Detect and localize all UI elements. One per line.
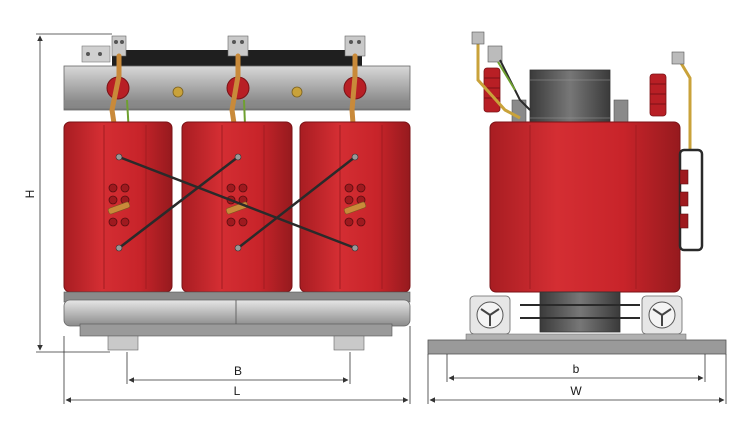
side-view: [427, 31, 727, 355]
dim-l-label: L: [234, 384, 241, 398]
front-tap-changers: [108, 183, 366, 227]
side-core-bottom: [539, 291, 621, 333]
side-hv-insulator-right: [649, 73, 667, 117]
side-cooling-fan-left: [469, 295, 511, 335]
front-wheel-left: [107, 335, 139, 351]
front-bottom-clamp: [63, 299, 411, 327]
front-wheel-right: [333, 335, 365, 351]
dimension-lines: [36, 33, 727, 404]
dim-b-label: B: [234, 364, 242, 378]
front-view: [63, 35, 411, 351]
side-cooling-fan-right: [641, 295, 683, 335]
side-base-plate: [427, 339, 727, 355]
front-terminal-blocks: [81, 35, 366, 63]
side-coil: [489, 121, 681, 293]
front-delta-cables: [118, 155, 356, 250]
side-core-top: [529, 69, 611, 129]
dim-w-label: W: [570, 384, 582, 398]
front-base-channel: [79, 323, 393, 337]
dim-h-label: H: [23, 190, 37, 199]
dim-b-small-label: b: [573, 362, 580, 376]
